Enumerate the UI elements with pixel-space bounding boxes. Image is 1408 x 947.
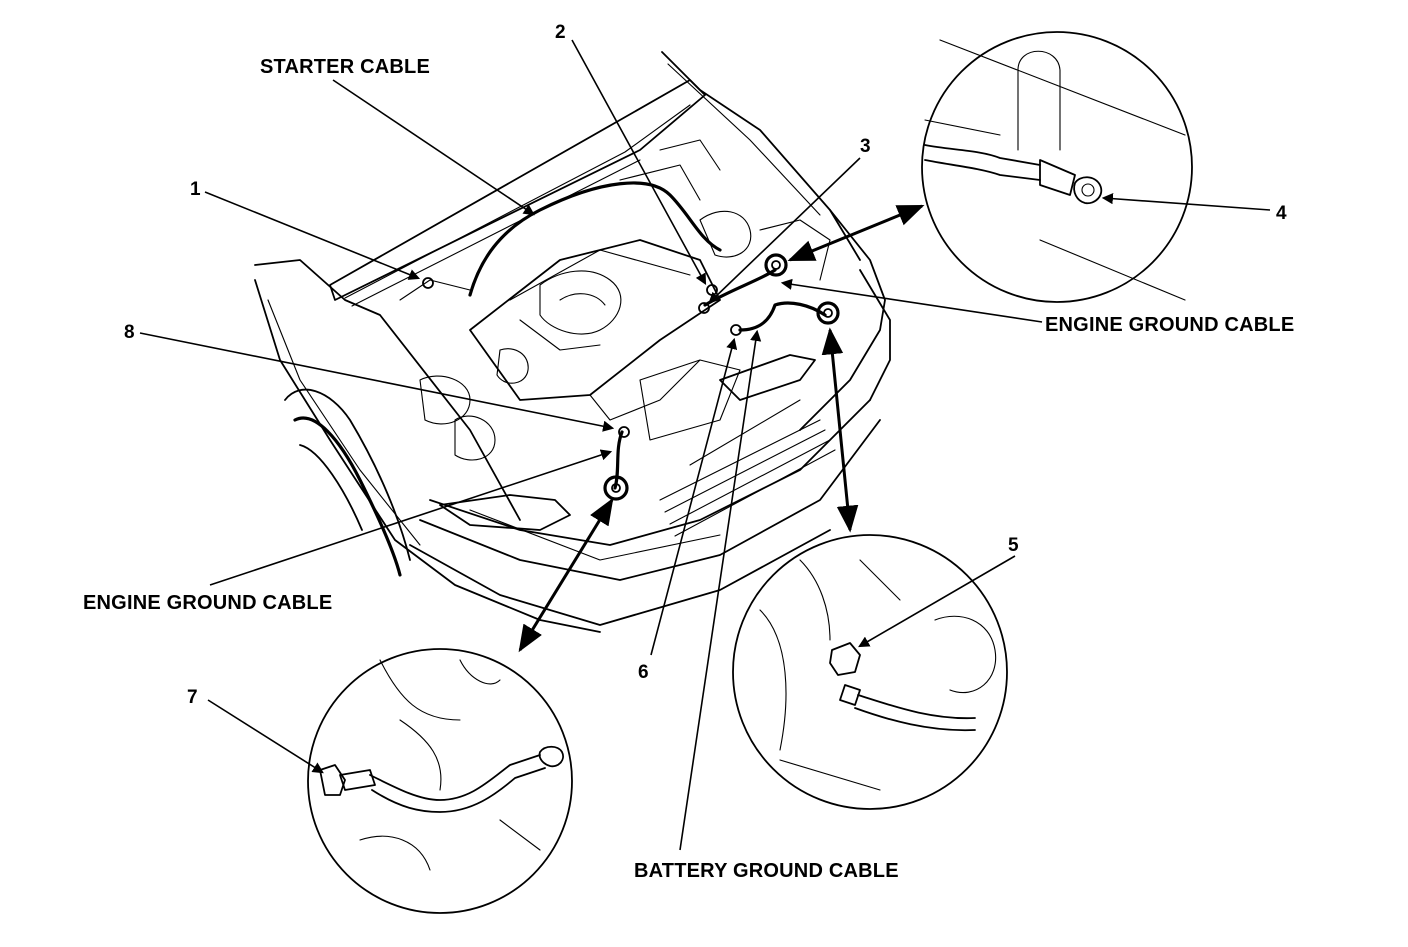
leader-lines (139, 39, 1271, 851)
leader-battery-ground (679, 329, 762, 851)
detail-view-bolt-7 (307, 648, 573, 914)
detail-view-nut-5 (732, 534, 1008, 810)
cables-on-engine (468, 181, 827, 490)
leader-engine-ground-left (209, 449, 613, 586)
leader-8 (139, 332, 615, 432)
number-5: 5 (1008, 535, 1019, 556)
bolt-6 (730, 324, 742, 336)
leader-7 (207, 699, 324, 774)
number-4: 4 (1276, 203, 1287, 224)
starter-cable-path (468, 181, 722, 297)
number-6: 6 (638, 662, 649, 683)
bolt-8 (618, 426, 630, 438)
number-3: 3 (860, 136, 871, 157)
leader-5 (858, 555, 1016, 648)
detail-link-arrows (518, 204, 925, 653)
vehicle-front-illustration (254, 51, 891, 633)
leader-engine-ground-right (780, 278, 1043, 323)
number-1: 1 (190, 179, 201, 200)
leader-6 (650, 337, 738, 656)
leader-4 (1101, 193, 1271, 211)
leader-1 (204, 191, 421, 280)
label-battery-ground-cable: BATTERY GROUND CABLE (634, 860, 899, 882)
callout-labels: STARTER CABLE ENGINE GROUND CABLE ENGINE… (83, 22, 1294, 882)
battery-ground-cable-path (738, 301, 827, 332)
leader-2 (571, 39, 707, 285)
ground-point-5 (816, 301, 840, 325)
label-engine-ground-cable-left: ENGINE GROUND CABLE (83, 592, 332, 614)
label-engine-ground-cable-right: ENGINE GROUND CABLE (1045, 314, 1294, 336)
leader-3 (708, 157, 861, 304)
bolt-1 (422, 277, 434, 289)
detail-view-bolt-4 (921, 31, 1193, 303)
number-2: 2 (555, 22, 566, 43)
number-8: 8 (124, 322, 135, 343)
ground-point-7 (603, 475, 629, 501)
leader-starter-cable (332, 79, 535, 216)
bolt-3 (698, 302, 710, 314)
ground-point-4 (764, 253, 788, 277)
number-7: 7 (187, 687, 198, 708)
engine-bolts (422, 253, 840, 501)
label-starter-cable: STARTER CABLE (260, 56, 430, 78)
